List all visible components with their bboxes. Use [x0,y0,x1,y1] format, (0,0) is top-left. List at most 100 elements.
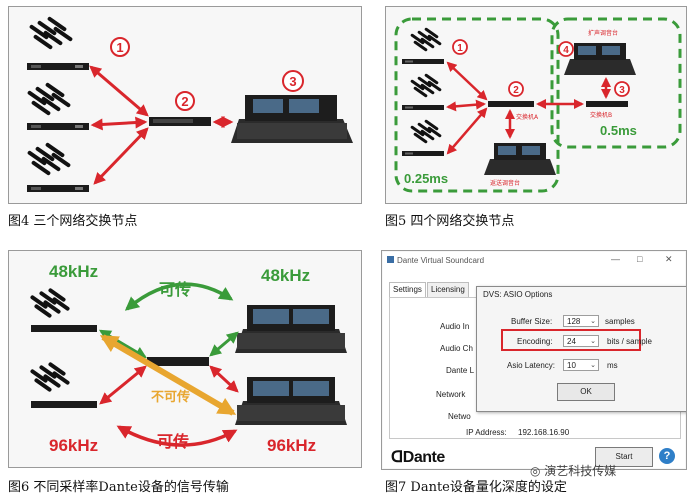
chevron-down-icon: ⌄ [590,316,596,328]
console-48k [235,305,347,353]
marker-4: 4 [559,42,573,56]
dante-window: Dante Virtual Soundcard — □ ✕ Settings L… [383,252,685,468]
asio-options-dialog: DVS: ASIO Options Buffer Size: 128 ⌄ sam… [476,286,687,412]
rate-top-left: 48kHz [49,262,98,281]
window-titlebar: Dante Virtual Soundcard — □ ✕ [383,252,685,268]
mic-group-48k [30,288,71,319]
latency-right: 0.5ms [600,123,637,138]
figure-7-panel: Dante Virtual Soundcard — □ ✕ Settings L… [381,250,687,470]
encoding-label: Encoding: [517,337,553,346]
latency-left: 0.25ms [404,171,448,186]
figure-5-diagram: 1 2 3 4 扩声调音台 交换机A 交换机B 返送调音台 0.25ms 0.5… [386,7,686,203]
mic-group-1 [29,16,73,50]
figure-6-panel: 48kHz 48kHz 96kHz 96kHz 可传 可传 不可传 [8,250,362,468]
link-arrow-3 [95,129,147,183]
row-audio-in: Audio In [440,322,469,331]
svg-text:2: 2 [181,94,188,109]
network-switch [147,357,209,366]
figure-4-panel: 1 2 3 [8,6,362,204]
svg-text:1: 1 [457,43,463,54]
mic-group-96k [30,362,71,393]
label-switch-a: 交换机A [516,113,539,121]
console-96k [235,377,347,425]
mic-group-1 [410,27,442,52]
switch-a [488,101,534,107]
buffer-size-select[interactable]: 128 ⌄ [563,315,599,327]
row-dante-latency: Dante L [446,366,474,375]
mic-group-3 [27,142,71,176]
figure-5-caption: 图5 四个网络交换节点 [385,210,514,229]
label-ok-top: 可传 [159,280,191,299]
asio-latency-label: Asio Latency: [507,361,555,370]
rate-bottom-left: 96kHz [49,436,98,455]
chevron-down-icon: ⌄ [590,336,596,348]
rate-bottom-right: 96kHz [267,436,316,455]
link-arrow-1 [91,67,147,115]
minimize-icon[interactable]: — [611,254,620,264]
dialog-title: DVS: ASIO Options [483,290,552,299]
marker-1: 1 [111,38,129,56]
svg-text:1: 1 [116,40,123,55]
label-amp-console: 扩声调音台 [588,29,618,37]
monitor-console [484,143,556,175]
figure-6-diagram: 48kHz 48kHz 96kHz 96kHz 可传 可传 不可传 [9,251,361,467]
marker-2: 2 [176,92,194,110]
asio-latency-value: 10 [567,361,576,370]
switch-b [586,101,628,107]
receiver-1 [402,59,444,64]
amp-console [564,43,636,75]
mixing-console [231,95,353,143]
receiver-3 [402,151,444,156]
mic-group-2 [27,82,71,116]
tab-licensing[interactable]: Licensing [427,282,469,297]
svg-text:2: 2 [513,85,519,96]
row-network-2: Netwo [448,412,471,421]
receiver-3 [27,185,89,192]
svg-text:3: 3 [619,85,625,96]
asio-latency-select[interactable]: 10 ⌄ [563,359,599,371]
row-network: Network [436,390,465,399]
buffer-size-value: 128 [567,317,580,326]
dante-logo-text: Dante [403,449,445,466]
chevron-down-icon: ⌄ [590,360,596,372]
ip-address-value: 192.168.16.90 [518,428,569,437]
dante-logo-mark: ᗡ [391,449,403,466]
close-icon[interactable]: ✕ [665,254,673,265]
rate-top-right: 48kHz [261,266,310,285]
label-ok-bottom: 可传 [157,432,189,451]
marker-1: 1 [453,40,467,54]
svg-text:4: 4 [563,45,569,56]
dante-logo: ᗡDante [391,447,445,467]
receiver-2 [402,105,444,110]
window-title: Dante Virtual Soundcard [397,256,484,265]
help-icon[interactable]: ? [659,448,675,464]
row-audio-ch: Audio Ch [440,344,473,353]
ip-address-label: IP Address: [466,428,507,437]
watermark: ◎ 演艺科技传媒 [530,462,616,479]
mic-group-3 [410,119,442,144]
figure-6-caption: 图6 不同采样率Dante设备的信号传输 [8,476,229,495]
marker-3: 3 [283,71,303,91]
buffer-size-label: Buffer Size: [511,317,552,326]
receiver-96k [31,401,97,408]
marker-3: 3 [615,82,629,96]
maximize-icon[interactable]: □ [637,254,642,264]
figure-5-panel: 1 2 3 4 扩声调音台 交换机A 交换机B 返送调音台 0.25ms 0.5… [385,6,687,204]
svg-text:3: 3 [289,74,296,89]
figure-4-diagram: 1 2 3 [9,7,361,203]
ok-button[interactable]: OK [557,383,615,401]
asio-latency-unit: ms [607,361,618,370]
label-switch-b: 交换机B [590,111,612,119]
tab-settings[interactable]: Settings [389,282,426,298]
app-icon [387,256,394,263]
mic-group-2 [410,73,442,98]
marker-2: 2 [509,82,523,96]
receiver-2 [27,123,89,130]
receiver-1 [27,63,89,70]
encoding-value: 24 [567,337,576,346]
label-not-ok: 不可传 [151,389,190,405]
encoding-select[interactable]: 24 ⌄ [563,335,599,347]
link-arrow-2 [93,122,145,125]
figure-4-caption: 图4 三个网络交换节点 [8,210,137,229]
label-monitor-console: 返送调音台 [490,179,520,187]
